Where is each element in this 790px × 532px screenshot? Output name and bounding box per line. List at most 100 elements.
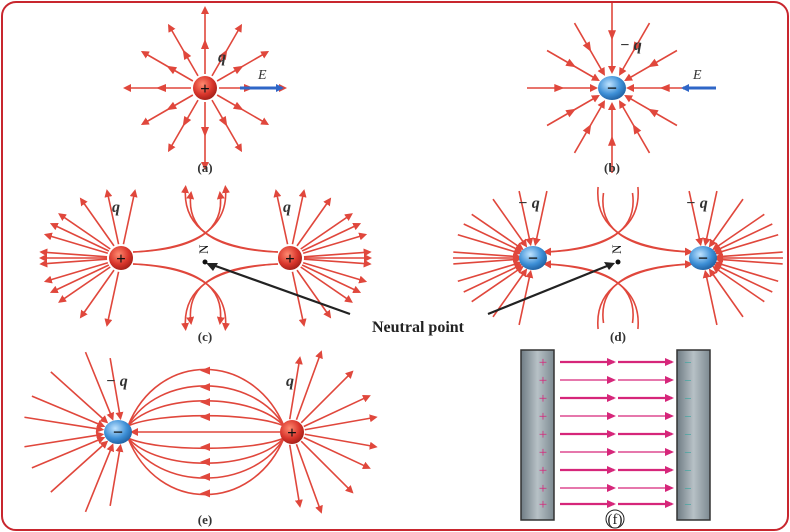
field-line [43,232,109,254]
field-line [302,232,368,254]
field-line [84,351,114,421]
field-line-arrow [582,41,592,53]
field-line [132,263,225,325]
field-line [303,248,372,258]
panel-d-caption: (d) [610,329,626,344]
left-plate-sign: + [539,481,547,497]
field-line [31,395,106,428]
field-line [295,443,323,514]
field-line [518,190,534,247]
field-line-arrow [554,84,565,92]
panel-c-right-sign: + [285,249,295,268]
panel-d-left-label: − q [518,195,540,212]
field-line [50,440,109,493]
field-line [24,416,105,433]
field-line [303,258,372,268]
field-line-arrow [647,108,659,118]
field-line-arrow [200,413,210,422]
field-line [463,223,523,253]
field-line [597,186,693,256]
field-line-arrow [156,84,166,92]
field-line [304,433,378,450]
field-line-arrow [582,123,592,135]
field-line [702,269,718,326]
panel-d-left-sign: − [528,248,538,268]
panel-e-positive-charge [280,420,304,444]
left-plate-sign: + [539,373,547,389]
field-line [300,266,353,303]
field-line [58,213,111,250]
left-plate-sign: + [539,355,547,371]
field-line [492,198,528,248]
field-line [49,222,110,252]
field-line [132,185,230,253]
field-line [181,263,279,331]
neutral-point-pointers [206,262,615,316]
field-line-arrow [182,115,192,127]
panel-f-caption: (f) [608,512,623,528]
field-line [453,255,522,265]
field-line-arrow [166,101,178,111]
field-line [597,260,693,330]
panel-c-right-label: q [283,199,291,216]
panel-c-left-label: q [112,199,120,216]
panel-d-right-sign: − [698,248,708,268]
field-line-arrow [201,127,209,137]
panel-b-negative-charge [598,76,626,100]
field-line [186,191,279,253]
left-plate-sign: + [539,497,547,513]
panel-d-neutral-label: N [609,244,624,254]
field-line [58,266,111,303]
field-line [301,222,362,252]
field-line [712,213,765,251]
field-line-arrow [200,442,210,451]
field-line [714,255,783,265]
field-line [713,263,773,293]
field-line-arrow [200,366,210,375]
panel-a-charge-sign: + [200,79,210,98]
panel-d [453,186,783,330]
panel-c-left-positive-charge [109,246,133,270]
panel-c-neutral-label: N [196,244,211,254]
field-line [543,260,639,330]
field-line [712,265,765,303]
right-plate-sign: − [684,409,691,424]
field-line-arrow [659,84,670,92]
field-line [543,186,639,256]
field-line [471,213,524,251]
field-line-arrow [201,39,209,49]
field-line-arrow [200,457,210,466]
panel-a-charge-label: q [218,49,226,66]
right-plate-sign: − [684,463,691,478]
field-line [288,444,303,508]
right-plate-sign: − [684,391,691,406]
field-line-arrow [200,383,210,392]
field-line [471,265,524,303]
panel-e [24,350,378,514]
field-line [79,197,115,247]
right-plate-sign: − [684,373,691,388]
left-plate-sign: + [539,409,547,425]
panel-c-right-positive-charge [278,246,302,270]
field-line [127,400,285,427]
panel-b [527,3,697,173]
field-line [302,262,368,284]
field-line [109,443,124,506]
field-line [291,271,307,327]
panel-e-pos-sign: + [287,423,297,442]
field-line [24,431,105,448]
field-line [273,189,289,245]
field-line [39,258,108,268]
field-line-arrow [232,65,244,75]
panel-f-left-plate [520,349,555,521]
field-line [49,264,110,294]
field-line [291,189,307,245]
field-line [457,233,522,256]
field-line [303,394,371,428]
field-line-arrow [565,108,577,118]
field-line-arrow [200,489,210,498]
field-line [132,191,225,253]
field-line [43,262,109,284]
field-line [714,233,779,256]
